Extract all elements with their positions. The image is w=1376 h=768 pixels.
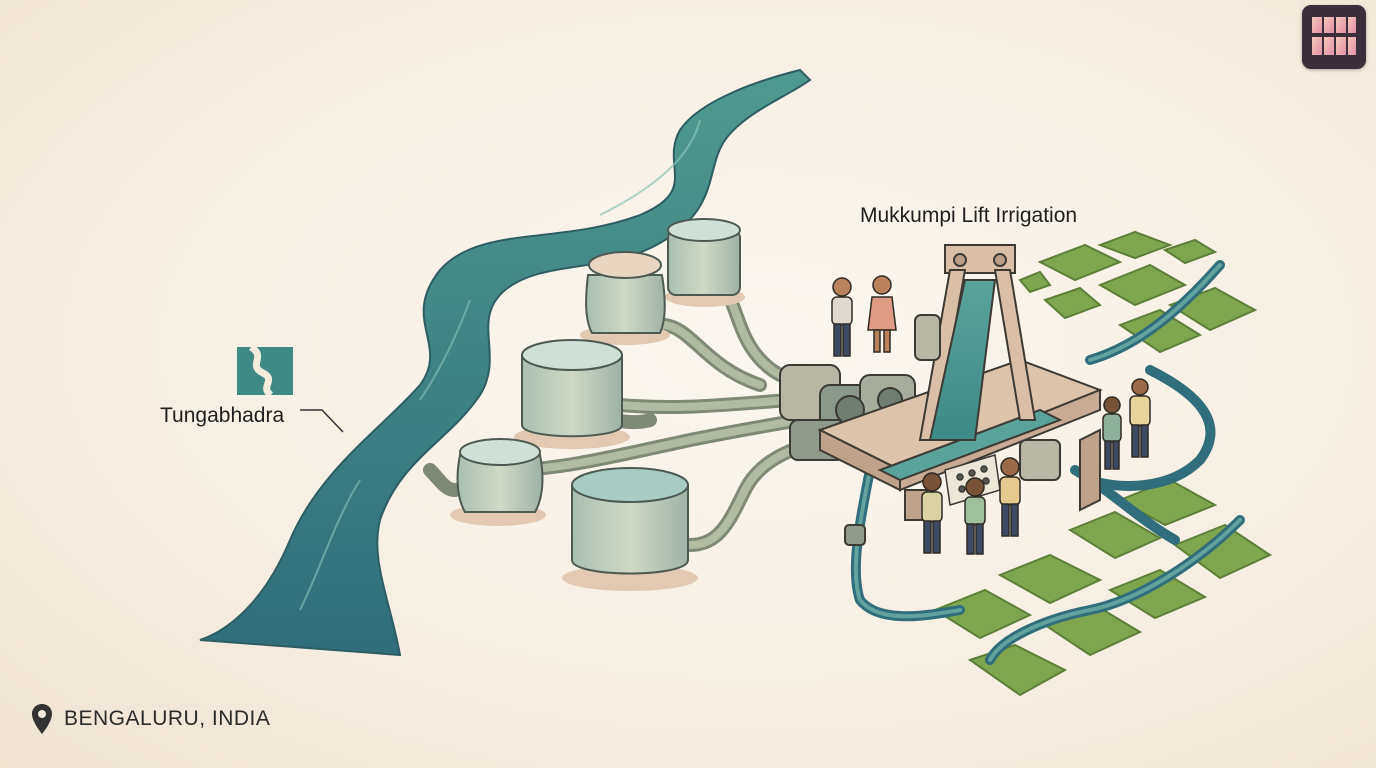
- project-title-label: Mukkumpi Lift Irrigation: [860, 204, 1078, 227]
- person-6: [964, 477, 986, 555]
- brand-logo-icon: [1312, 17, 1356, 55]
- location-text: BENGALURU, INDIA: [64, 707, 271, 730]
- person-1: [831, 277, 853, 357]
- people: [831, 275, 1151, 555]
- person-5: [921, 472, 943, 554]
- brand-logo: [1302, 5, 1366, 69]
- person-3: [1102, 396, 1122, 470]
- tank-top-left: [580, 251, 670, 345]
- person-4: [1129, 378, 1151, 458]
- tank-large-bottom: [562, 467, 698, 591]
- tank-small-left: [450, 438, 546, 526]
- tungabhadra-river: [199, 68, 812, 657]
- farm-fields: [932, 230, 1273, 697]
- river-label-leader: [300, 409, 344, 433]
- person-2: [867, 275, 897, 353]
- person-7: [999, 457, 1021, 537]
- tank-middle: [514, 339, 630, 449]
- map-pin-icon: [32, 704, 52, 734]
- river-name-label: Tungabhadra: [160, 404, 285, 427]
- lift-irrigation-structure: [817, 244, 1103, 546]
- river-icon: [237, 347, 293, 395]
- location-indicator: BENGALURU, INDIA: [30, 703, 270, 735]
- tank-top-right: [665, 218, 745, 307]
